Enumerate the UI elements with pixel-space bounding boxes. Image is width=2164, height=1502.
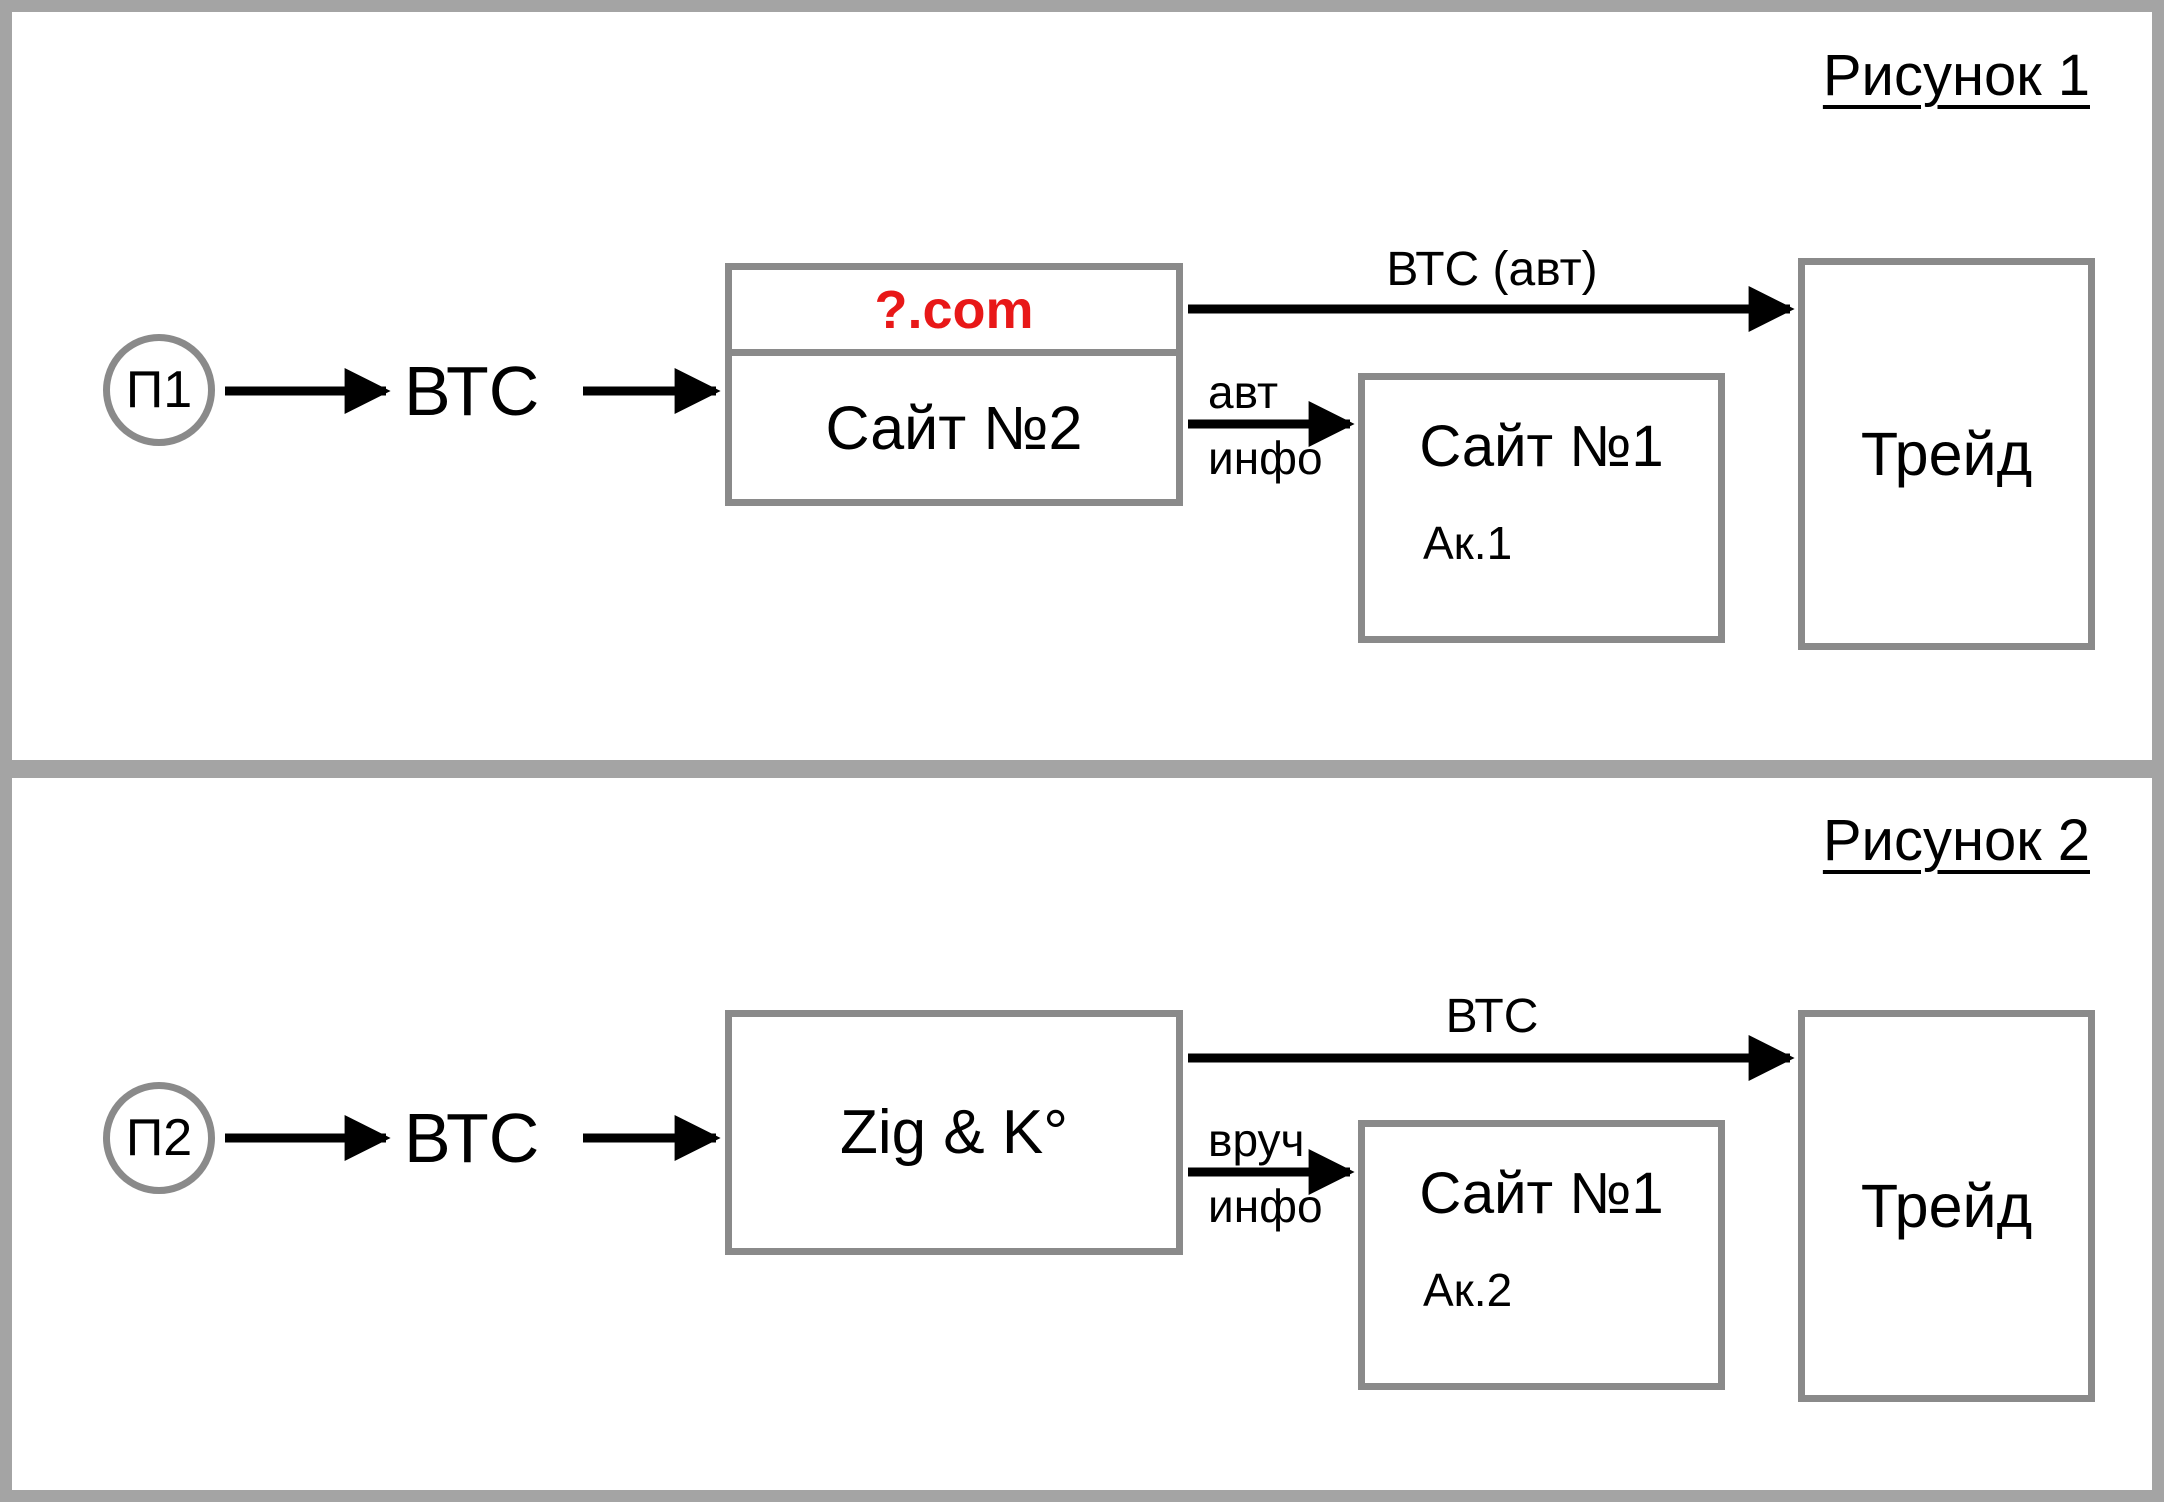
- figure-2-site1-box: Сайт №1 Ак.2: [1358, 1120, 1725, 1390]
- figure-2-source-node: П2: [103, 1082, 215, 1194]
- figure-2-trade-label: Трейд: [1860, 1172, 2033, 1240]
- figure-1-source-label: П1: [125, 361, 193, 419]
- figure-2-arrow-to-trade-label: ВТС: [1445, 990, 1539, 1043]
- figure-1-arrow-to-trade-label: ВТС (авт): [1386, 243, 1598, 296]
- figure-2-btc-label: ВТС: [404, 1099, 540, 1177]
- figure-2-company-label: Zig & K°: [839, 1098, 1069, 1167]
- figure-2-site1-name: Сайт №1: [1419, 1161, 1664, 1226]
- figure-1-site1-name: Сайт №1: [1419, 414, 1664, 479]
- figure-1-trade-label: Трейд: [1860, 420, 2033, 488]
- figure-1-site1-box: Сайт №1 Ак.1: [1358, 373, 1725, 643]
- figure-1-site2-name: Сайт №2: [825, 393, 1083, 462]
- figure-2-company-box: Zig & K°: [725, 1010, 1183, 1255]
- figure-1-title: Рисунок 1: [1822, 43, 2090, 108]
- figure-2-site1-account: Ак.2: [1423, 1264, 1513, 1316]
- figure-1-panel: Рисунок 1 П1 ВТС ?.com Сайт №2 ВТС (авт)…: [12, 12, 2152, 760]
- figure-2-source-label: П2: [125, 1109, 193, 1167]
- figure-1-source-node: П1: [103, 334, 215, 446]
- figure-2-panel: Рисунок 2 П2 ВТС Zig & K° ВТС вруч инфо …: [12, 778, 2152, 1490]
- figure-1-trade-box: Трейд: [1798, 258, 2095, 650]
- figure-1-arrow-to-site1-label-line1: авт: [1208, 366, 1279, 418]
- figure-1-site2-box: ?.com Сайт №2: [725, 263, 1183, 506]
- figure-2-arrow-to-site1-label-line2: инфо: [1208, 1180, 1323, 1232]
- figure-2-arrow-to-site1-label-line1: вруч: [1208, 1114, 1305, 1166]
- figure-2-trade-box: Трейд: [1798, 1010, 2095, 1402]
- figure-2-title: Рисунок 2: [1822, 808, 2090, 873]
- figure-1-arrow-to-site1-label-line2: инфо: [1208, 432, 1323, 484]
- figure-1-site2-domain: ?.com: [732, 270, 1176, 356]
- figure-1-site1-account: Ак.1: [1423, 517, 1513, 569]
- figure-1-btc-label: ВТС: [404, 352, 540, 430]
